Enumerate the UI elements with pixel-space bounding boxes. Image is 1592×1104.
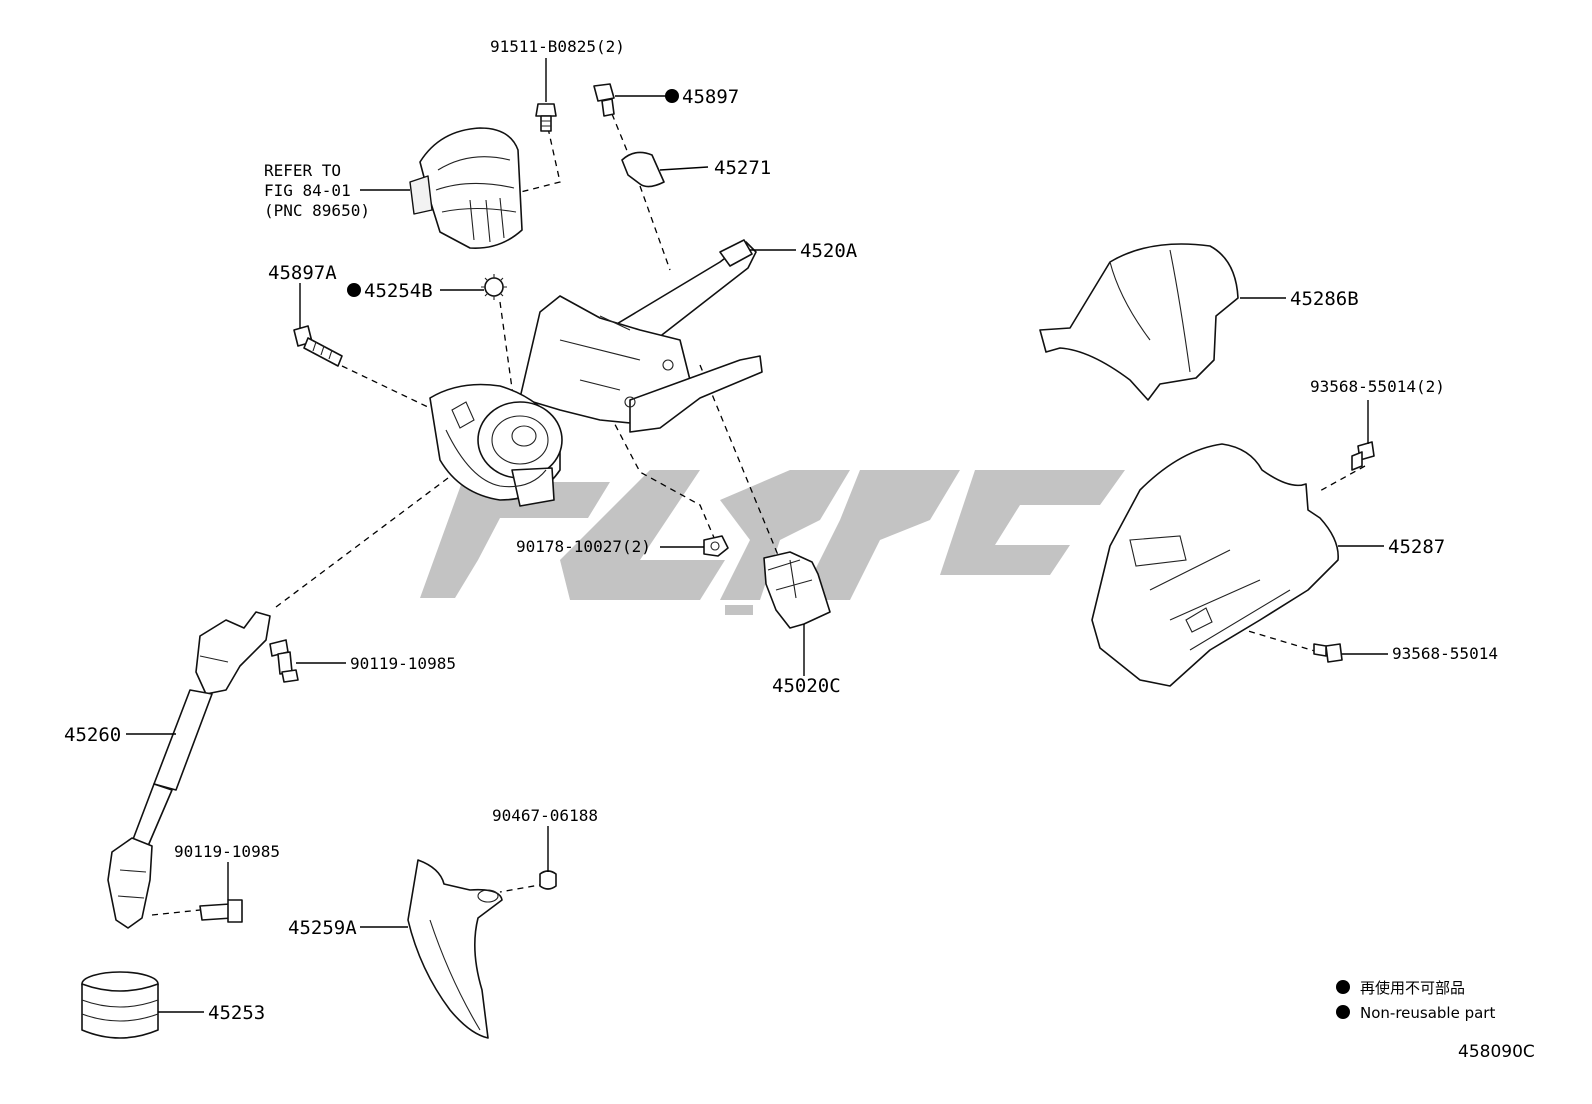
legend-text-ja: 再使用不可部品 — [1360, 979, 1465, 997]
clamp-45271 — [621, 151, 665, 188]
label-93568-upper: 93568-55014(2) — [1310, 377, 1445, 396]
label-45286b: 45286B — [1290, 288, 1359, 310]
label-45260: 45260 — [64, 724, 121, 746]
lower-cover-45287 — [1091, 443, 1339, 687]
label-91511: 91511-B0825(2) — [490, 37, 625, 56]
bolt-90119-upper — [269, 639, 299, 683]
legend-dot-1 — [1336, 980, 1350, 994]
diagram-code: 458090C — [1458, 1042, 1535, 1062]
bolt-45897 — [593, 83, 615, 117]
nut-90178 — [703, 535, 729, 557]
label-45271: 45271 — [714, 157, 771, 179]
label-45287: 45287 — [1388, 536, 1445, 558]
steering-column — [429, 239, 763, 507]
bolt-90119-lower — [199, 899, 243, 923]
label-45259a: 45259A — [288, 917, 357, 939]
upper-cover-45286b — [1039, 243, 1239, 401]
watermark-logo — [420, 470, 1125, 615]
non-reusable-dot-45897 — [665, 89, 679, 103]
label-90119-upper: 90119-10985 — [350, 654, 456, 673]
label-refer-line3: (PNC 89650) — [264, 201, 370, 220]
label-45020c: 45020C — [772, 675, 841, 697]
gear-45254b — [481, 274, 507, 300]
label-90119-lower: 90119-10985 — [174, 842, 280, 861]
label-90467: 90467-06188 — [492, 806, 598, 825]
boot-45253 — [81, 971, 159, 1039]
label-90178: 90178-10027(2) — [516, 537, 651, 556]
label-93568-lower: 93568-55014 — [1392, 644, 1498, 663]
bolt-91511 — [535, 103, 557, 132]
leader-lines — [126, 58, 1388, 1013]
non-reusable-markers — [347, 89, 679, 297]
hole-cover-45259a — [407, 859, 503, 1039]
legend-text-en: Non-reusable part — [1360, 1004, 1495, 1022]
intermediate-shaft-45260 — [107, 611, 271, 929]
part-labels: 91511-B0825(2) 45897 45271 REFER TO FIG … — [64, 37, 1498, 1024]
clip-90467 — [539, 870, 557, 890]
label-refer-line2: FIG 84-01 — [264, 181, 351, 200]
label-45897: 45897 — [682, 86, 739, 108]
non-reusable-dot-45254b — [347, 283, 361, 297]
legend: 再使用不可部品 Non-reusable part — [1336, 979, 1495, 1022]
switch-45020c — [763, 551, 831, 629]
lock-housing-ref — [409, 127, 523, 249]
bolt-45897a — [293, 325, 343, 367]
label-refer-line1: REFER TO — [264, 161, 341, 180]
screw-93568-upper — [1351, 441, 1375, 471]
assembly-lines — [151, 113, 1366, 916]
screw-93568-lower — [1313, 643, 1343, 663]
label-45254b: 45254B — [364, 280, 433, 302]
label-4520a: 4520A — [800, 240, 858, 262]
legend-dot-2 — [1336, 1005, 1350, 1019]
label-45253: 45253 — [208, 1002, 265, 1024]
label-45897a: 45897A — [268, 262, 337, 284]
